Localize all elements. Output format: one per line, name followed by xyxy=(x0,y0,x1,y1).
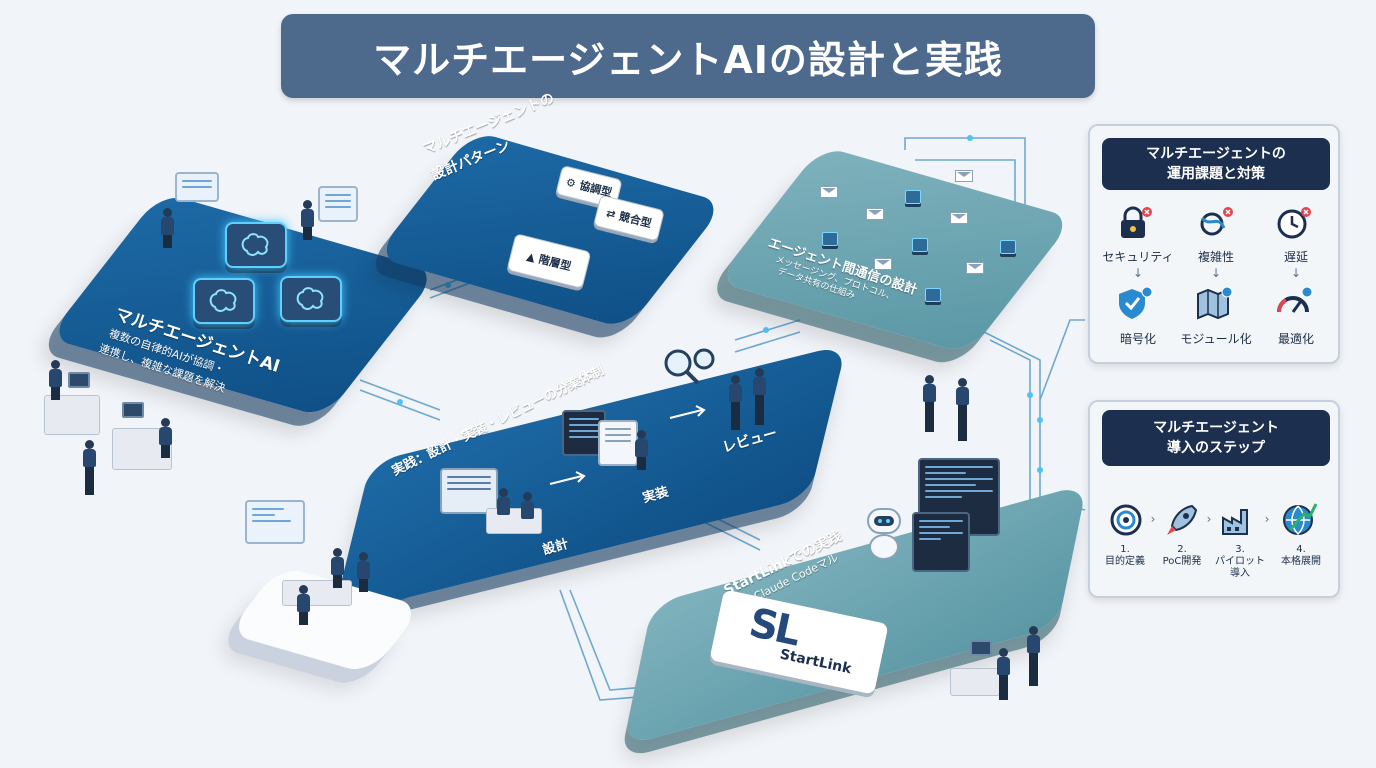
chevron-right-icon: › xyxy=(1206,512,1212,526)
chevron-right-icon: › xyxy=(1150,512,1156,526)
person-figure xyxy=(1026,626,1040,686)
monitor-icon xyxy=(68,372,90,388)
step-2: 2. PoC開発 xyxy=(1162,544,1202,567)
problem-label-complexity: 複雑性 xyxy=(1197,250,1234,264)
challenges-header: マルチエージェントの 運用課題と対策 xyxy=(1102,138,1330,190)
brain-chip-icon xyxy=(225,222,287,268)
agent-node xyxy=(1000,240,1016,254)
globe-growth-icon xyxy=(1283,503,1318,536)
envelope-icon xyxy=(820,186,838,198)
desk xyxy=(950,668,1000,696)
chevron-right-icon: › xyxy=(1264,512,1270,526)
gauge-icon xyxy=(1277,286,1313,313)
solution-label-modular: モジュール化 xyxy=(1180,332,1252,346)
solution-label-encryption: 暗号化 xyxy=(1119,332,1156,346)
arrow-down-icon: ↓ xyxy=(1290,266,1302,280)
envelope-icon xyxy=(874,258,892,270)
person-figure xyxy=(330,548,344,588)
envelope-icon xyxy=(955,170,973,182)
steps-header: マルチエージェント 導入のステップ xyxy=(1102,410,1330,466)
floating-dashboard xyxy=(318,186,358,222)
factory-icon xyxy=(1222,509,1248,535)
person-figure xyxy=(996,648,1010,700)
desk xyxy=(44,395,100,435)
title-banner: マルチエージェントAIの設計と実践 xyxy=(281,14,1095,98)
agent-node xyxy=(905,190,921,204)
chart-screen xyxy=(245,500,305,544)
startlink-logo-text: StartLink xyxy=(778,646,853,678)
person-figure xyxy=(82,440,96,496)
gear-icon: ⚙ xyxy=(564,175,578,191)
step-4: 4. 本格展開 xyxy=(1281,544,1321,567)
step-1: 1. 目的定義 xyxy=(1105,544,1145,567)
person-figure xyxy=(520,492,534,522)
solution-label-optimize: 最適化 xyxy=(1277,332,1314,346)
shield-icon xyxy=(1119,286,1153,319)
network-icon xyxy=(1200,207,1233,236)
arrow-down-icon: ↓ xyxy=(1210,266,1222,280)
brain-chip-icon xyxy=(193,278,255,324)
person-figure xyxy=(922,375,936,435)
lock-icon xyxy=(1121,206,1152,238)
page-title: マルチエージェントAIの設計と実践 xyxy=(373,37,1003,82)
step-3: 3. パイロット 導入 xyxy=(1215,544,1265,579)
person-figure xyxy=(496,488,510,518)
challenges-title-2: 運用課題と対策 xyxy=(1167,166,1265,182)
person-figure xyxy=(955,378,969,444)
arrow-down-icon: ↓ xyxy=(1132,266,1144,280)
person-figure xyxy=(160,208,174,248)
rocket-icon xyxy=(1167,504,1198,535)
problem-label-latency: 遅延 xyxy=(1283,250,1308,264)
monitor-icon xyxy=(122,402,144,418)
agent-node xyxy=(822,232,838,246)
monitor-icon xyxy=(970,640,992,656)
arrows-icon: ⇄ xyxy=(605,206,618,221)
agent-node xyxy=(925,288,941,302)
magnifier-icon xyxy=(664,348,715,385)
envelope-icon xyxy=(966,262,984,274)
arrow-right-icon xyxy=(669,405,706,419)
challenges-panel: マルチエージェントの 運用課題と対策 セキュリティ 複雑性 遅延 ↓ ↓ ↓ 暗 xyxy=(1088,124,1340,364)
robot-icon xyxy=(867,508,901,560)
target-icon xyxy=(1110,504,1142,536)
challenges-title-1: マルチエージェントの xyxy=(1146,146,1286,162)
steps-title-1: マルチエージェント xyxy=(1153,420,1279,436)
startlink-logo-mark: SL xyxy=(745,599,803,655)
person-figure xyxy=(296,585,310,625)
steps-panel: マルチエージェント 導入のステップ › › › 1. 目的定義 2. PoC開発… xyxy=(1088,400,1340,598)
brain-chip-icon xyxy=(280,276,342,322)
code-screen xyxy=(912,512,970,572)
map-icon xyxy=(1197,286,1233,320)
document-screen xyxy=(598,420,638,466)
person-figure xyxy=(300,200,314,240)
hierarchy-icon: ▲ xyxy=(525,249,537,264)
person-figure xyxy=(356,552,370,592)
person-figure xyxy=(48,360,62,400)
person-figure xyxy=(728,375,742,431)
floating-dashboard xyxy=(175,172,219,202)
problem-label-security: セキュリティ xyxy=(1102,250,1174,264)
steps-title-2: 導入のステップ xyxy=(1167,440,1265,456)
person-figure xyxy=(752,368,766,428)
arrow-right-icon xyxy=(549,471,586,485)
agent-node xyxy=(912,238,928,252)
envelope-icon xyxy=(866,208,884,220)
person-figure xyxy=(634,430,648,470)
envelope-icon xyxy=(950,212,968,224)
blueprint-screen xyxy=(440,468,498,514)
person-figure xyxy=(158,418,172,458)
clock-icon xyxy=(1277,207,1311,239)
